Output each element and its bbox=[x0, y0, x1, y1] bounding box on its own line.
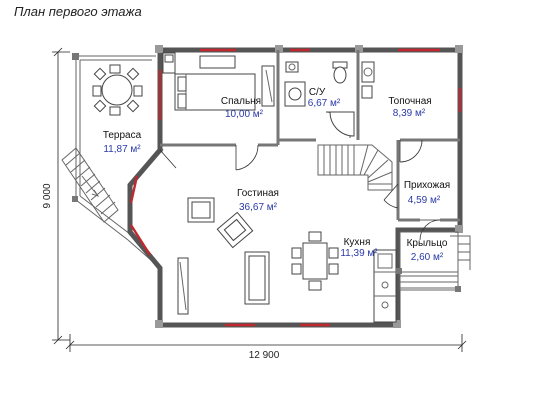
boiler-room-equipment bbox=[361, 61, 375, 99]
room-name-bedroom: Спальня bbox=[221, 96, 261, 107]
room-name-hall: Прихожая bbox=[404, 180, 450, 191]
room-name-terrace: Терраса bbox=[103, 130, 142, 141]
kitchen-furniture bbox=[291, 231, 397, 323]
room-area-hall: 4,59 м² bbox=[408, 195, 441, 206]
interior-walls bbox=[160, 50, 460, 222]
room-area-bedroom: 10,00 м² bbox=[225, 109, 264, 120]
room-name-living: Гостиная bbox=[237, 188, 279, 199]
dimension-lines bbox=[52, 47, 467, 352]
living-room-furniture bbox=[177, 197, 270, 315]
terrace-stairs bbox=[61, 147, 119, 223]
windows bbox=[129, 48, 462, 327]
room-name-bathroom: С/У bbox=[309, 87, 326, 98]
room-area-kitchen: 11,39 м² bbox=[340, 248, 378, 259]
room-labels: Спальня 10,00 м² С/У 6,67 м² Топочная 8,… bbox=[103, 87, 450, 263]
room-name-boiler: Топочная bbox=[388, 96, 431, 107]
room-area-porch: 2,60 м² bbox=[411, 252, 444, 263]
plan-title: План первого этажа bbox=[14, 4, 142, 19]
terrace-area bbox=[72, 53, 161, 269]
room-area-bathroom: 6,67 м² bbox=[308, 98, 341, 109]
bedroom-furniture bbox=[162, 52, 275, 111]
dimension-width: 12 900 bbox=[249, 350, 280, 361]
dimension-height: 9 000 bbox=[42, 183, 53, 208]
staircase bbox=[317, 144, 393, 191]
porch bbox=[396, 231, 471, 292]
room-area-living: 36,67 м² bbox=[239, 202, 278, 213]
room-name-porch: Крыльцо bbox=[407, 238, 448, 249]
room-name-kitchen: Кухня bbox=[344, 237, 371, 248]
room-area-boiler: 8,39 м² bbox=[393, 108, 426, 119]
room-area-terrace: 11,87 м² bbox=[103, 144, 141, 155]
bathroom-fixtures bbox=[284, 61, 355, 137]
